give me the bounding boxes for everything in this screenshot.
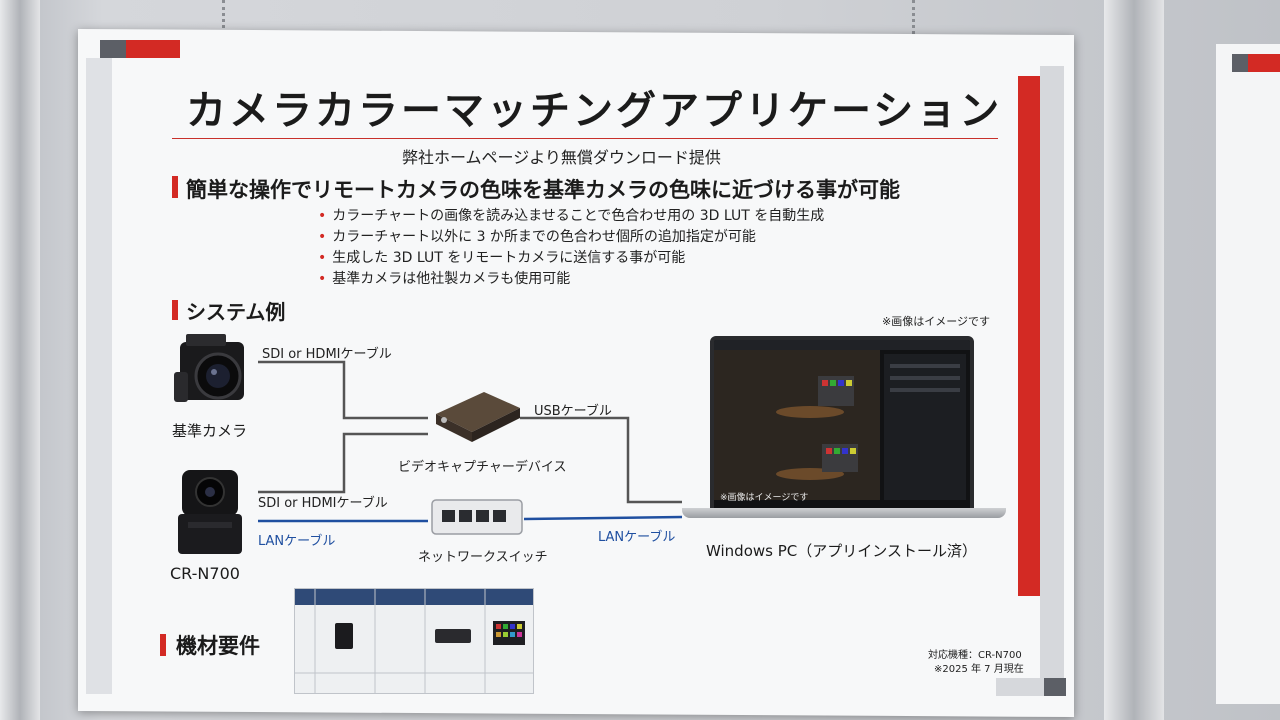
hanging-chain: [222, 0, 243, 40]
heading-bar: [172, 176, 178, 198]
sdi-cable-line: [258, 432, 428, 494]
equipment-table: [294, 588, 534, 694]
sdi-cable-label: SDI or HDMIケーブル: [262, 347, 392, 362]
top-gray-stripe: [100, 40, 126, 58]
adjacent-board: [1216, 44, 1280, 704]
hanging-chain: [912, 0, 933, 40]
capture-device-label: ビデオキャプチャーデバイス: [398, 460, 567, 475]
poster-title: カメラカラーマッチングアプリケーション: [186, 88, 1003, 134]
equipment-heading: 機材要件: [176, 634, 260, 658]
usb-cable-label: USBケーブル: [534, 404, 612, 419]
network-switch-label: ネットワークスイッチ: [418, 550, 548, 565]
system-heading: システム例: [186, 300, 286, 324]
poster-subtitle: 弊社ホームページより無償ダウンロード提供: [402, 148, 721, 167]
as-of-date: ※2025 年 7 月現在: [934, 664, 1024, 675]
feature-item: 生成した 3D LUT をリモートカメラに送信する事が可能: [318, 248, 824, 269]
feature-item: カラーチャートの画像を読み込ませることで色合わせ用の 3D LUT を自動生成: [318, 206, 824, 227]
feature-item: カラーチャート以外に 3 か所までの色合わせ個所の追加指定が可能: [318, 227, 824, 248]
heading-bar: [172, 300, 178, 320]
supported-model: 対応機種：CR-N700: [928, 650, 1022, 661]
usb-cable-line: [520, 416, 682, 504]
sdi-cable-line: [258, 360, 428, 420]
title-rule: [172, 138, 998, 139]
feature-item: 基準カメラは他社製カメラも使用可能: [318, 269, 824, 290]
right-red-stripe: [1018, 76, 1040, 596]
ptz-camera-image: [178, 470, 242, 554]
capture-device-image: [436, 392, 520, 442]
left-pillar: [0, 0, 40, 720]
remote-camera-label: CR-N700: [170, 564, 240, 583]
table-header: [295, 589, 533, 605]
laptop-screen: ※画像はイメージです: [710, 336, 974, 512]
reference-camera-label: 基準カメラ: [172, 422, 248, 440]
sdi-cable-label: SDI or HDMIケーブル: [258, 496, 388, 511]
table-contents: [295, 589, 533, 693]
adjacent-board-stripe: [1232, 54, 1248, 72]
feature-item-text: カラーチャート以外に 3 か所までの色合わせ個所の追加指定が可能: [332, 229, 756, 245]
lan-cable-label: LANケーブル: [598, 530, 676, 545]
heading-bar: [160, 634, 166, 656]
lan-cable-label: LANケーブル: [258, 534, 336, 549]
left-accent-stripe: [86, 58, 112, 694]
adjacent-board-stripe: [1248, 54, 1280, 72]
bottom-right-stripe: [996, 678, 1044, 696]
image-note: ※画像はイメージです: [882, 315, 990, 328]
feature-item-text: 基準カメラは他社製カメラも使用可能: [332, 271, 571, 287]
screen-note: ※画像はイメージです: [720, 493, 809, 503]
network-switch-image: [431, 499, 523, 535]
feature-heading: 簡単な操作でリモートカメラの色味を基準カメラの色味に近づける事が可能: [186, 178, 900, 202]
app-screenshot: [714, 340, 970, 500]
laptop-base: [682, 508, 1006, 518]
feature-item-text: 生成した 3D LUT をリモートカメラに送信する事が可能: [332, 250, 686, 266]
reference-camera-image: [174, 334, 244, 402]
feature-list: カラーチャートの画像を読み込ませることで色合わせ用の 3D LUT を自動生成 …: [318, 206, 824, 290]
right-pillar: [1104, 0, 1164, 720]
feature-item-text: カラーチャートの画像を読み込ませることで色合わせ用の 3D LUT を自動生成: [332, 208, 825, 224]
bottom-right-stripe: [1044, 678, 1066, 696]
pc-label: Windows PC（アプリインストール済）: [706, 542, 977, 560]
right-gray-stripe: [1040, 66, 1064, 678]
lan-cable-line: [523, 515, 683, 521]
